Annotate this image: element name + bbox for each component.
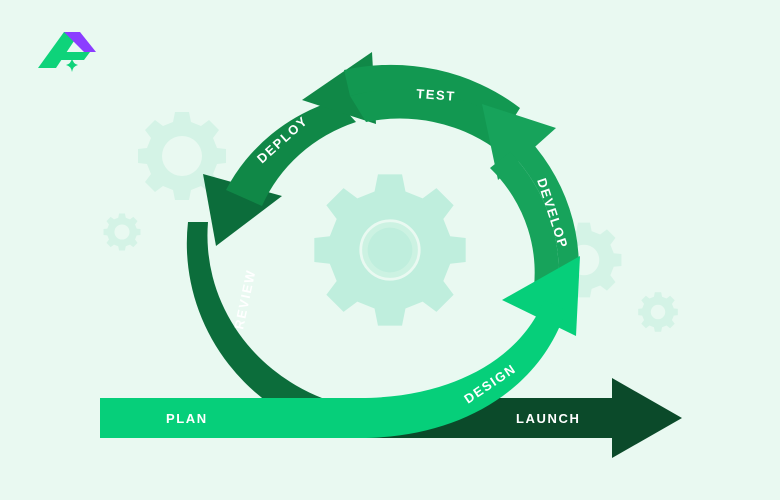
stage-label-test: TEST — [416, 86, 457, 104]
stage-label-review: REVIEW — [231, 268, 258, 331]
stage-label-plan: PLAN — [166, 411, 208, 426]
develop-arc-outer — [510, 130, 579, 300]
decorative-gear-left-large — [138, 112, 226, 200]
brand-logo-icon — [38, 32, 96, 72]
deploy-arrow — [226, 100, 356, 206]
center-gear-icon — [314, 174, 466, 326]
test-arc-fill — [344, 64, 520, 124]
plan-design-arrow — [100, 300, 566, 438]
test-arrow — [350, 88, 510, 148]
decorative-gear-right-small — [638, 292, 678, 332]
develop-arrow — [490, 152, 559, 300]
stage-label-launch: LAUNCH — [516, 411, 580, 426]
review-arrow — [186, 222, 420, 422]
decorative-gear-left-small — [103, 213, 141, 251]
